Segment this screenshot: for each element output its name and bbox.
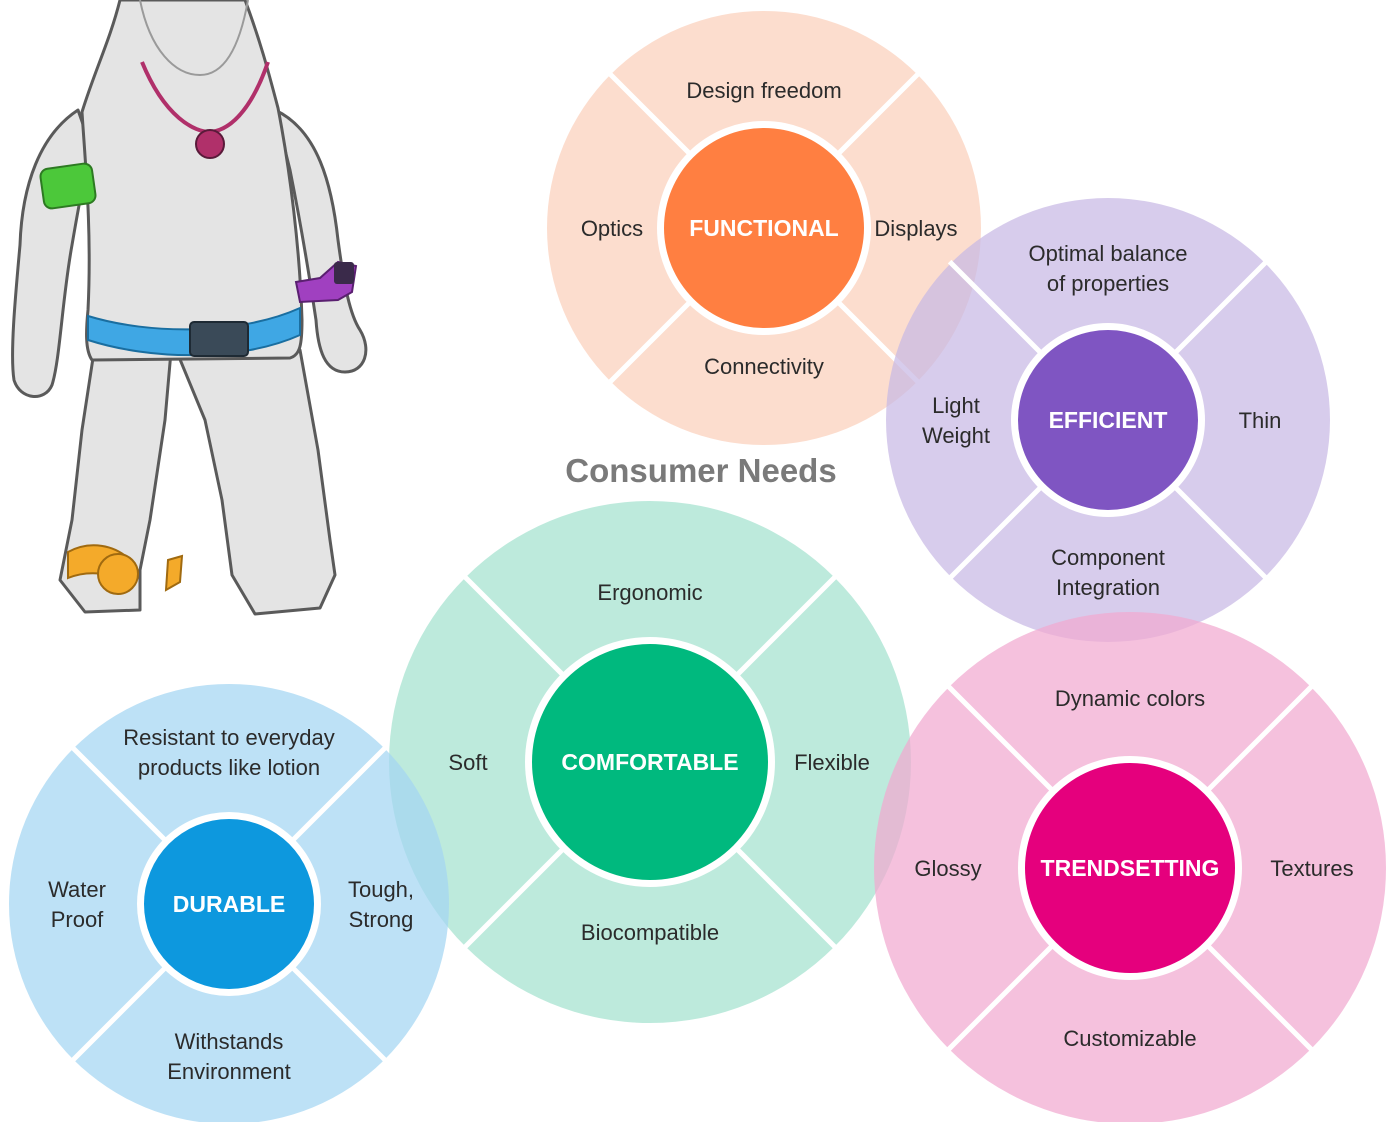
durable-label-right: Tough, Strong bbox=[348, 877, 414, 932]
trendsetting-label-bottom-line: Customizable bbox=[1063, 1026, 1196, 1051]
functional-label-right: Displays bbox=[874, 216, 957, 241]
functional-core-label: FUNCTIONAL bbox=[689, 215, 838, 241]
durable-divider bbox=[70, 966, 167, 1063]
comfortable-label-left: Soft bbox=[448, 750, 487, 775]
comfortable-divider bbox=[462, 574, 565, 677]
cluster-durable: DURABLE Resistant to everyday products lik… bbox=[9, 684, 449, 1122]
figure-neck bbox=[139, 0, 249, 77]
durable-core bbox=[144, 819, 314, 989]
durable-label-top-line: Resistant to everyday bbox=[123, 725, 335, 750]
comfortable-label-right: Flexible bbox=[794, 750, 870, 775]
cluster-efficient: EFFICIENT Optimal balance of propertiesCom… bbox=[886, 198, 1330, 642]
wrist-device-screen bbox=[334, 262, 354, 284]
wearable-figure-illustration bbox=[11, 0, 368, 616]
trendsetting-label-right-line: Textures bbox=[1270, 856, 1353, 881]
functional-core bbox=[664, 128, 864, 328]
comfortable-divider bbox=[462, 847, 565, 950]
comfortable-label-bottom: Biocompatible bbox=[581, 920, 719, 945]
necklace-pendant-icon bbox=[195, 129, 225, 159]
efficient-divider bbox=[1174, 259, 1269, 354]
efficient-divider bbox=[947, 259, 1042, 354]
comfortable-divider bbox=[735, 574, 838, 677]
durable-divider bbox=[291, 966, 388, 1063]
efficient-label-top: Optimal balance of properties bbox=[1029, 241, 1188, 296]
durable-label-top: Resistant to everyday products like lotio… bbox=[123, 725, 335, 780]
durable-divider bbox=[291, 745, 388, 842]
efficient-divider bbox=[947, 486, 1042, 581]
efficient-label-left-line: Weight bbox=[922, 423, 990, 448]
efficient-label-bottom-line: Component bbox=[1051, 545, 1165, 570]
functional-divider bbox=[607, 71, 691, 155]
trendsetting-label-bottom: Customizable bbox=[1063, 1026, 1196, 1051]
trendsetting-divider bbox=[1206, 944, 1315, 1053]
efficient-label-top-line: Optimal balance bbox=[1029, 241, 1188, 266]
efficient-divider bbox=[1174, 486, 1269, 581]
figure-right-arm bbox=[273, 108, 368, 374]
comfortable-core-label: COMFORTABLE bbox=[561, 749, 738, 775]
trendsetting-divider bbox=[945, 683, 1054, 792]
functional-divider bbox=[837, 71, 921, 155]
efficient-core-label: EFFICIENT bbox=[1049, 407, 1168, 433]
durable-label-bottom-line: Environment bbox=[167, 1059, 291, 1084]
durable-label-left-line: Water bbox=[48, 877, 106, 902]
durable-divider bbox=[70, 745, 167, 842]
trendsetting-label-right: Textures bbox=[1270, 856, 1353, 881]
functional-divider bbox=[607, 301, 691, 385]
ankle-band-right bbox=[164, 554, 184, 592]
efficient-label-top-line: of properties bbox=[1047, 271, 1169, 296]
functional-label-top: Design freedom bbox=[686, 78, 841, 103]
trendsetting-divider bbox=[1206, 683, 1315, 792]
comfortable-label-right-line: Flexible bbox=[794, 750, 870, 775]
functional-label-right-line: Displays bbox=[874, 216, 957, 241]
trendsetting-label-top: Dynamic colors bbox=[1055, 686, 1205, 711]
trendsetting-label-left: Glossy bbox=[914, 856, 981, 881]
figure-right-leg bbox=[170, 328, 337, 616]
functional-label-bottom-line: Connectivity bbox=[704, 354, 824, 379]
trendsetting-label-top-line: Dynamic colors bbox=[1055, 686, 1205, 711]
trendsetting-label-left-line: Glossy bbox=[914, 856, 981, 881]
efficient-label-right: Thin bbox=[1239, 408, 1282, 433]
durable-label-right-line: Strong bbox=[349, 907, 414, 932]
efficient-label-bottom-line: Integration bbox=[1056, 575, 1160, 600]
durable-label-top-line: products like lotion bbox=[138, 755, 320, 780]
functional-label-top-line: Design freedom bbox=[686, 78, 841, 103]
trendsetting-core bbox=[1025, 763, 1235, 973]
durable-label-left-line: Proof bbox=[51, 907, 104, 932]
diagram-title: Consumer Needs bbox=[565, 452, 836, 489]
armband-device-icon bbox=[39, 162, 97, 210]
functional-label-bottom: Connectivity bbox=[704, 354, 824, 379]
comfortable-label-top-line: Ergonomic bbox=[597, 580, 702, 605]
efficient-label-right-line: Thin bbox=[1239, 408, 1282, 433]
durable-label-right-line: Tough, bbox=[348, 877, 414, 902]
comfortable-label-bottom-line: Biocompatible bbox=[581, 920, 719, 945]
durable-label-bottom-line: Withstands bbox=[175, 1029, 284, 1054]
ankle-device-face bbox=[97, 553, 139, 595]
comfortable-core bbox=[532, 644, 768, 880]
trendsetting-divider bbox=[945, 944, 1054, 1053]
efficient-label-left-line: Light bbox=[932, 393, 980, 418]
trendsetting-core-label: TRENDSETTING bbox=[1041, 855, 1220, 881]
functional-label-left: Optics bbox=[581, 216, 643, 241]
durable-core-label: DURABLE bbox=[173, 891, 285, 917]
figure-left-arm bbox=[11, 108, 94, 398]
efficient-core bbox=[1018, 330, 1198, 510]
functional-label-left-line: Optics bbox=[581, 216, 643, 241]
comfortable-label-top: Ergonomic bbox=[597, 580, 702, 605]
comfortable-divider bbox=[735, 847, 838, 950]
figure-torso bbox=[80, 0, 304, 362]
comfortable-label-left-line: Soft bbox=[448, 750, 487, 775]
belt-device-module bbox=[189, 321, 249, 357]
